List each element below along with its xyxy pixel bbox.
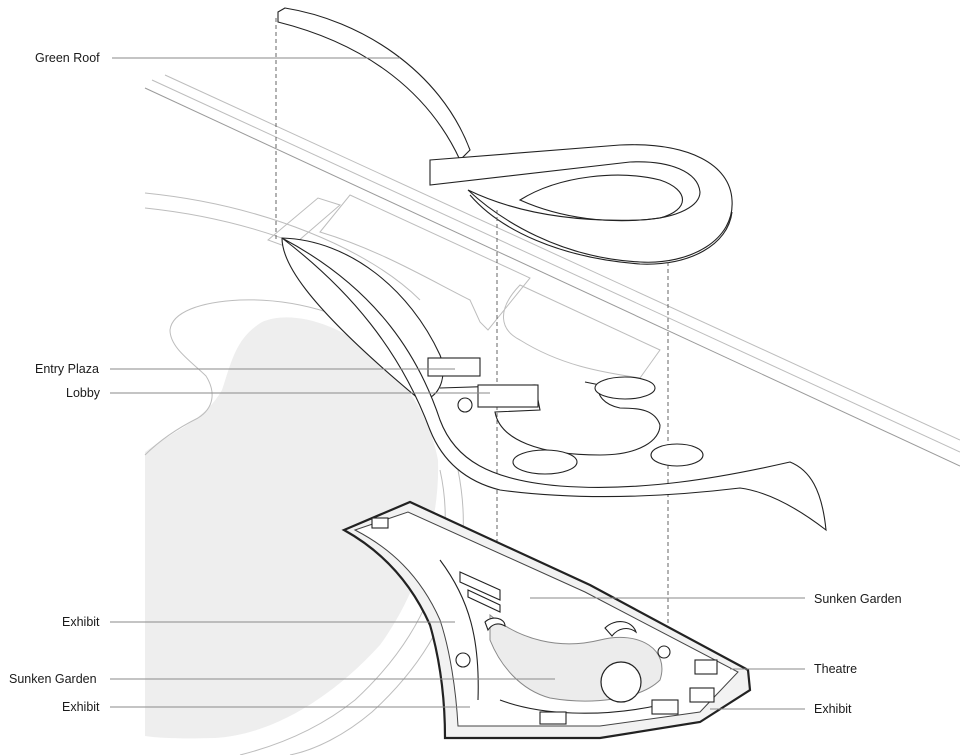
green-roof-loop-inner	[518, 174, 684, 222]
exhibit-block-2	[689, 687, 715, 703]
green-roof-loop	[429, 144, 733, 263]
label-text: Exhibit	[814, 702, 852, 716]
label-sunken-garden-left: Sunken Garden	[9, 672, 555, 686]
label-exhibit-left-2: Exhibit	[62, 700, 470, 714]
skylight-2	[512, 449, 578, 475]
label-text: Green Roof	[35, 51, 100, 65]
label-text: Lobby	[66, 386, 101, 400]
label-text: Sunken Garden	[9, 672, 97, 686]
pond-outline	[144, 299, 401, 456]
lobby-level	[281, 237, 827, 532]
lower-level	[341, 500, 752, 740]
label-theatre: Theatre	[730, 662, 857, 676]
label-sunken-garden-right: Sunken Garden	[530, 592, 902, 606]
label-entry-plaza: Entry Plaza	[35, 362, 455, 376]
label-exhibit-left-1: Exhibit	[62, 615, 455, 629]
site-context	[144, 74, 960, 755]
exhibit-block-3	[651, 699, 679, 715]
entry-hook-2	[484, 617, 506, 632]
green-roof-crescent	[277, 7, 471, 161]
label-text: Exhibit	[62, 615, 100, 629]
skylight-3	[650, 443, 704, 467]
green-roof-layer	[277, 7, 733, 265]
label-lobby: Lobby	[66, 386, 490, 400]
lobby-inner-curve	[439, 381, 661, 456]
exhibit-block-1	[694, 659, 718, 675]
corner-block	[371, 517, 389, 529]
stair-1	[459, 571, 501, 601]
label-text: Exhibit	[62, 700, 100, 714]
interior-curve-1	[439, 559, 479, 701]
label-text: Sunken Garden	[814, 592, 902, 606]
road-line-2	[151, 79, 960, 453]
entry-hook-1	[604, 621, 638, 637]
skylight-1	[594, 376, 656, 400]
green-roof-edge	[469, 194, 733, 265]
entry-plaza-block	[427, 357, 481, 377]
parking-block-3	[503, 284, 661, 379]
pond-area	[145, 317, 439, 739]
lobby-column	[457, 397, 473, 413]
label-exhibit-right: Exhibit	[710, 702, 852, 716]
road-line-3	[164, 74, 960, 441]
label-text: Entry Plaza	[35, 362, 99, 376]
stair-2	[467, 589, 501, 613]
interior-curve-2	[499, 699, 661, 714]
road-line-1	[144, 87, 960, 467]
lobby-block	[477, 384, 539, 408]
lower-column-1	[455, 652, 471, 668]
lower-column-2	[657, 645, 671, 659]
exhibit-block-4	[539, 711, 567, 725]
label-green-roof: Green Roof	[35, 51, 400, 65]
parking-block-2	[319, 194, 531, 331]
theatre-dome	[600, 661, 642, 703]
lobby-crescent	[281, 237, 827, 532]
label-text: Theatre	[814, 662, 857, 676]
